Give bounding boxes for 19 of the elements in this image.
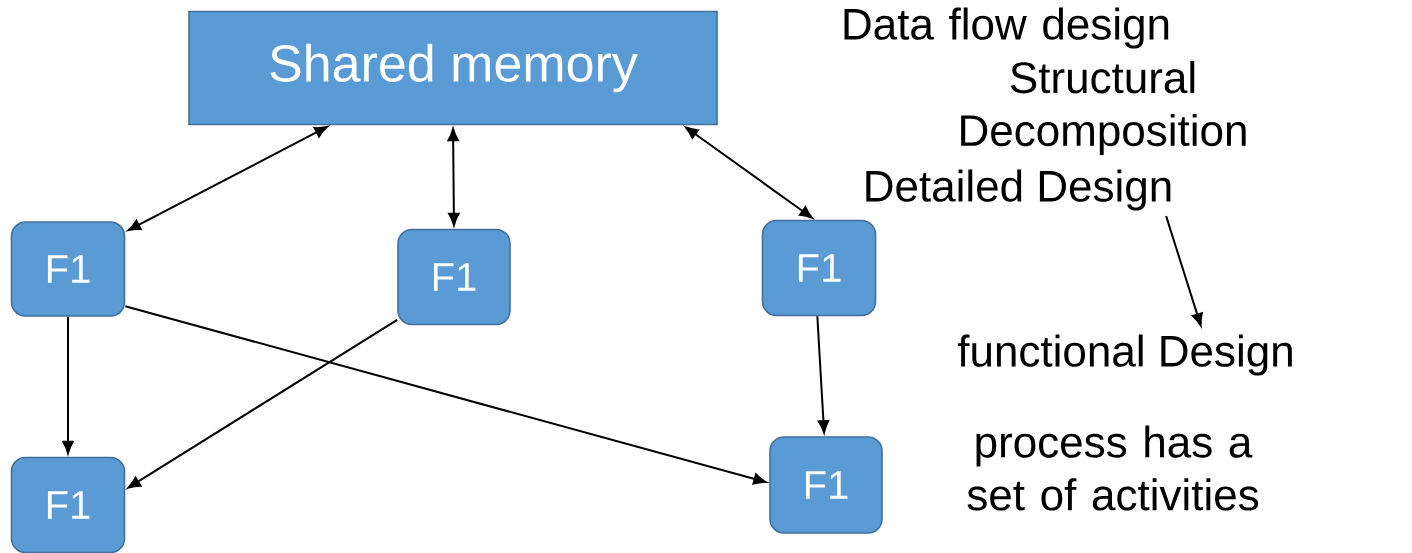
arrow xyxy=(816,315,830,434)
function-box: F1 xyxy=(397,228,511,326)
label-text: Structural Decomposition xyxy=(961,61,1246,155)
arrow xyxy=(124,305,767,485)
arrow xyxy=(62,315,74,454)
label-text: Data flow design xyxy=(844,7,1169,49)
arrow xyxy=(685,126,813,219)
function-box: F1 xyxy=(10,221,126,317)
memory-box: Shared memory xyxy=(188,10,718,126)
arrow xyxy=(127,318,399,489)
text-label: functional Design xyxy=(957,334,1292,376)
function-box: F1 xyxy=(10,456,126,553)
function-box: F1 xyxy=(761,219,877,317)
label-text: process has a set of activities xyxy=(967,425,1259,511)
arrow xyxy=(1165,215,1203,327)
arrow xyxy=(127,126,328,232)
function-box: F1 xyxy=(769,436,883,534)
text-label: Detailed Design xyxy=(866,169,1171,211)
arrow xyxy=(447,128,460,226)
